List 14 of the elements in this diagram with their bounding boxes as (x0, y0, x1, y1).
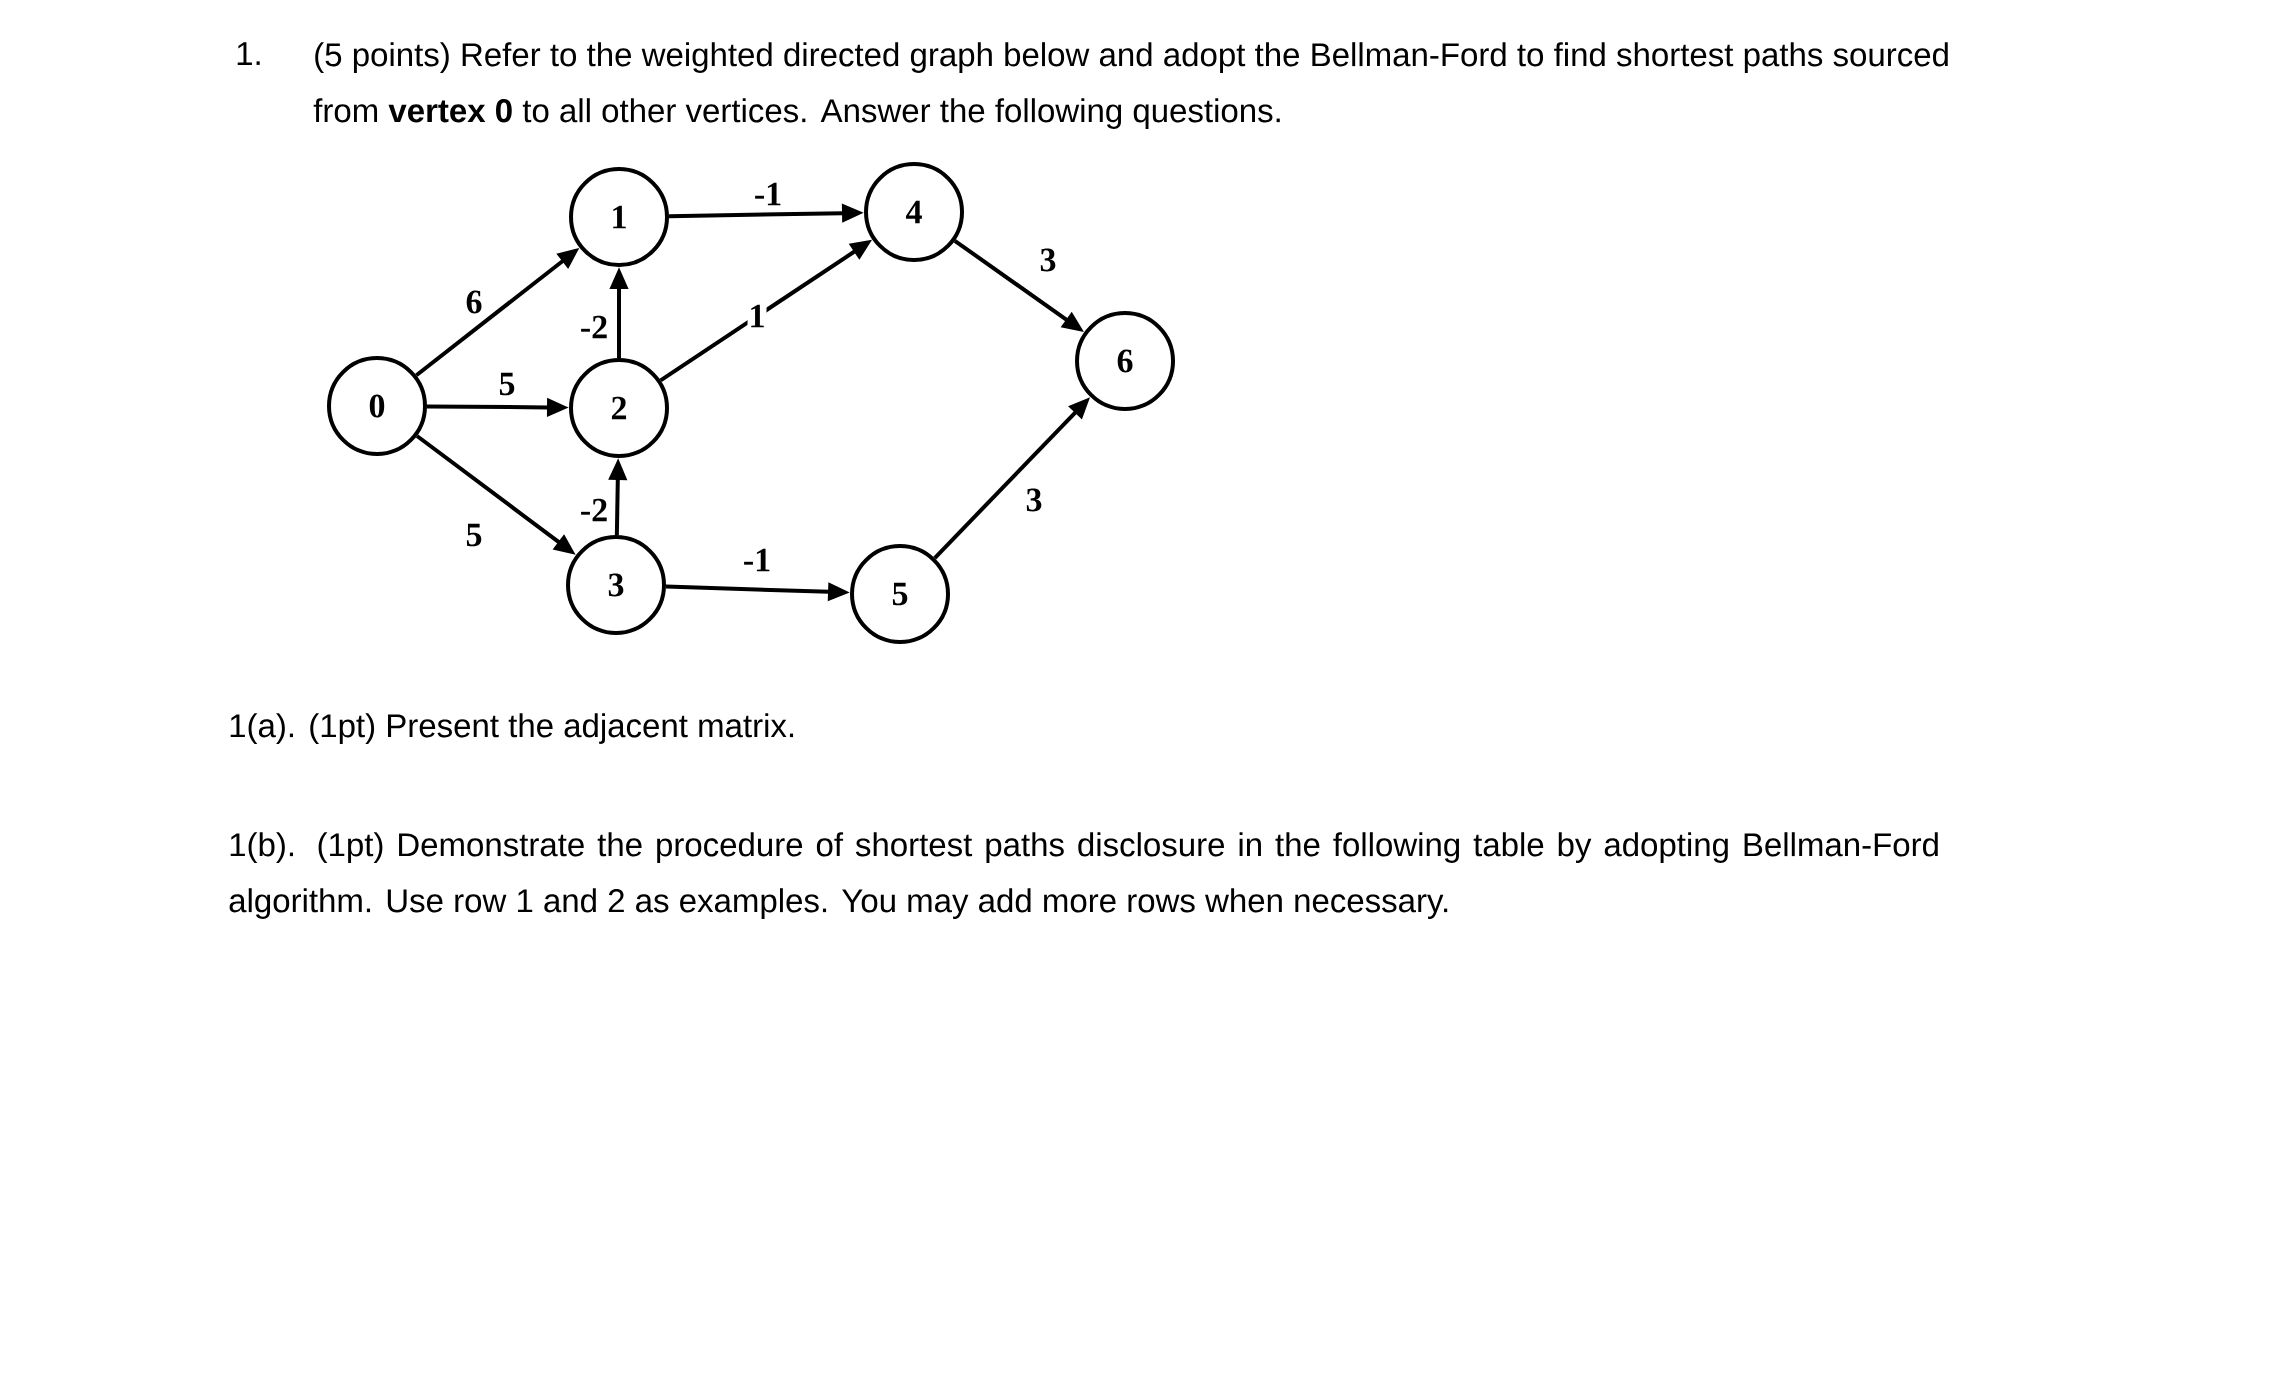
edge-label: 3 (1026, 488, 1042, 512)
edge-label: -2 (581, 315, 607, 339)
question-text: 1. (237, 42, 260, 65)
question-text: (5 points) Refer to the weighted directed graph below and adopt the Bellman-Ford to find shortest paths sourced from vertex 0 to all other vertices. Answer the following questions. (313, 42, 1948, 129)
edge-label: 1 (751, 304, 764, 328)
question-text: 1(a). (1pt) Present the adjacent matrix. (230, 713, 794, 744)
edge-label: -1 (744, 548, 770, 572)
edge-label: -1 (755, 182, 781, 206)
edge-label: 6 (466, 290, 482, 314)
edge-label: 5 (499, 372, 515, 396)
question-text: 1(b). (1pt) Demonstrate the procedure of shortest paths disclosure in the following table by adopting Bellman-Ford algorithm. Use row 1 and 2 as examples. You may add more rows when necessary. (229, 832, 1938, 919)
edge-label: 3 (1040, 248, 1056, 272)
edge-label: -2 (581, 498, 607, 522)
edge-label: 5 (466, 523, 482, 547)
